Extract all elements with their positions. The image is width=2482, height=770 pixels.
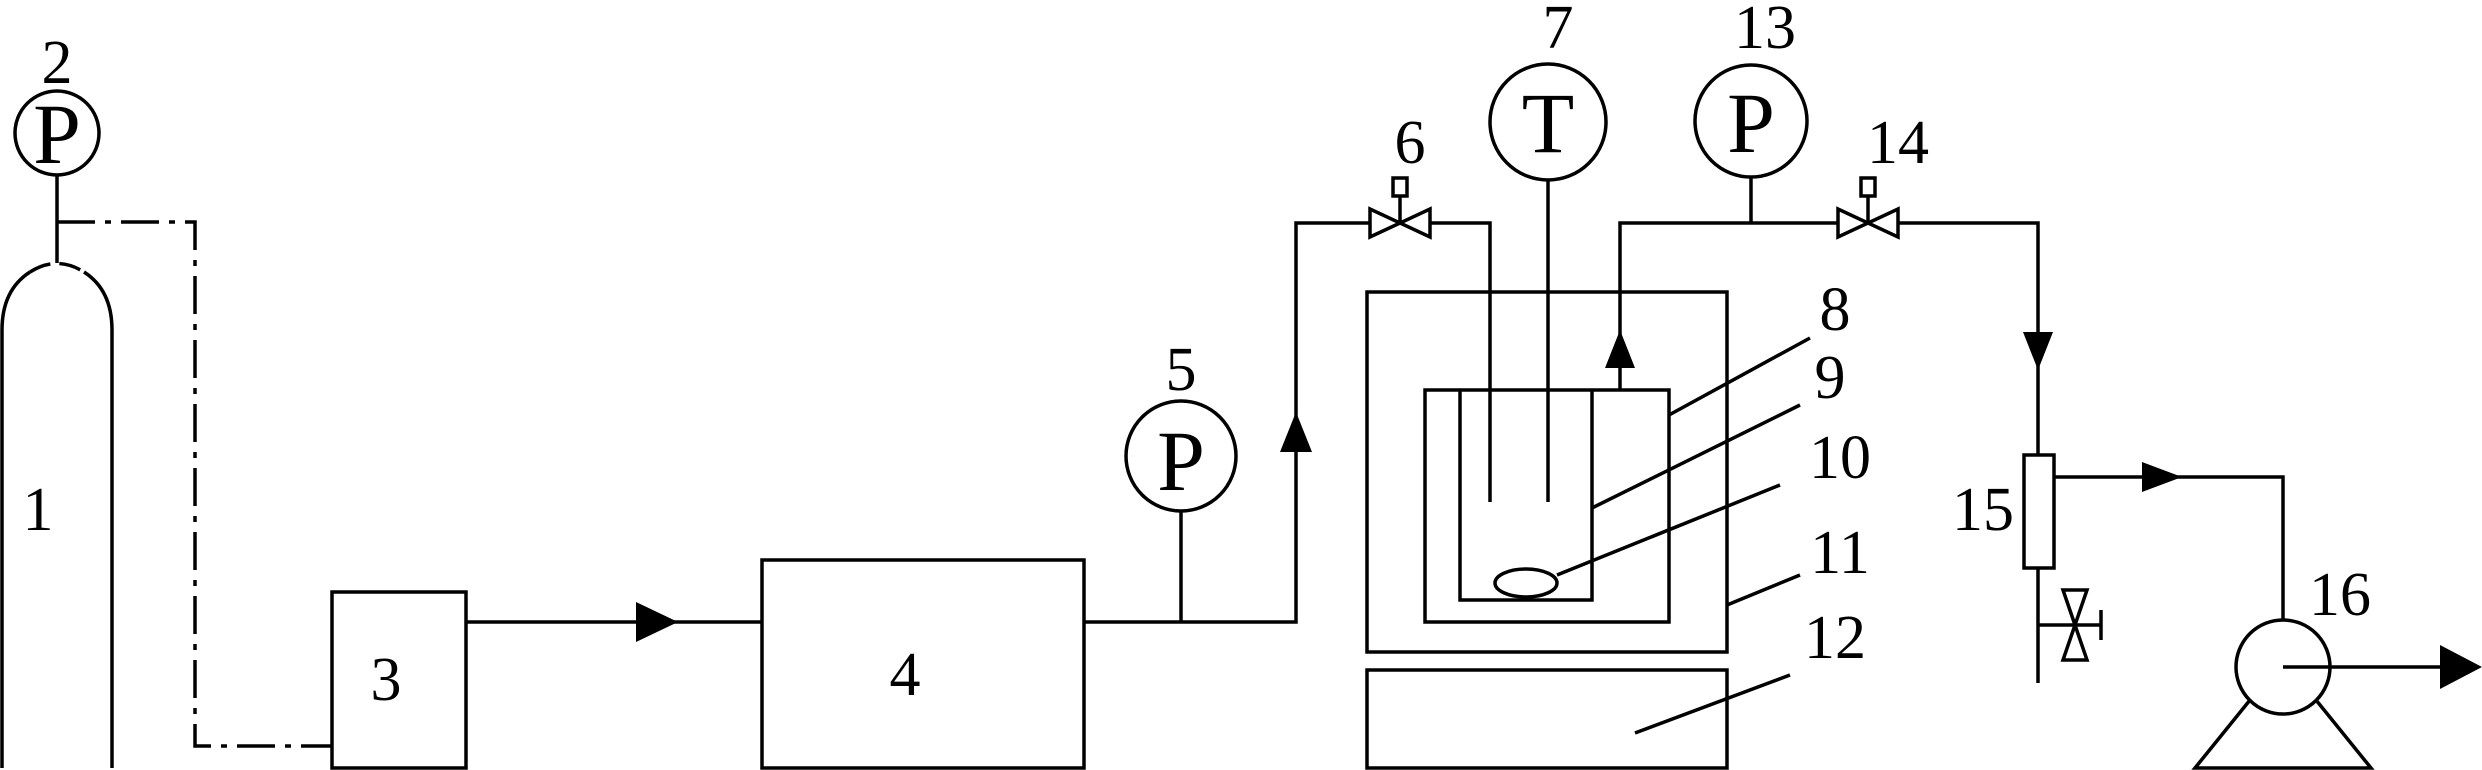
label-16: 16	[2309, 561, 2371, 629]
vacuum-pump-16	[2191, 618, 2482, 770]
pipe-4-to-valve-6	[1084, 221, 1370, 624]
pipe-valve-14-to-flowmeter	[1898, 221, 2040, 455]
gas-supply-line	[57, 220, 332, 748]
furnace-11	[1365, 290, 1729, 654]
pipe-reactor-outlet	[1618, 221, 1838, 390]
sample-boat-10	[1493, 567, 1559, 599]
label-5: 5	[1166, 336, 1197, 404]
gauge-13-letter: P	[1727, 75, 1775, 171]
label-11: 11	[1810, 519, 1870, 587]
flow-arrow-right-1	[636, 602, 678, 642]
unit-3-box	[330, 590, 468, 770]
valve-14	[1836, 176, 1900, 240]
leader-line-11	[1726, 573, 1801, 607]
label-7: 7	[1543, 0, 1574, 62]
label-3: 3	[371, 646, 402, 714]
flowmeter-15	[2022, 453, 2056, 570]
flow-arrow-down-1	[2023, 332, 2053, 370]
label-8: 8	[1820, 276, 1851, 344]
gauge-2-letter: P	[33, 86, 81, 182]
label-4: 4	[890, 641, 921, 709]
leader-line-10	[1556, 483, 1781, 577]
flow-arrow-right-2	[2142, 462, 2182, 492]
leader-line-12	[1634, 673, 1791, 735]
pressure-gauge-13: P	[1693, 63, 1809, 223]
flow-arrow-up-2	[1605, 330, 1635, 368]
unit-4-box	[760, 558, 1086, 770]
temperature-gauge-7: T	[1488, 62, 1608, 502]
furnace-inner-chamber	[1423, 388, 1671, 624]
pipe-flowmeter-to-pump	[2054, 475, 2285, 620]
label-9: 9	[1815, 344, 1846, 412]
gas-cylinder	[0, 261, 114, 768]
gauge-7-letter: T	[1522, 75, 1575, 171]
pressure-gauge-2: P	[13, 86, 101, 265]
label-15: 15	[1952, 476, 2014, 544]
pressure-gauge-5: P	[1124, 399, 1238, 622]
label-10: 10	[1809, 424, 1871, 492]
leader-line-9	[1591, 403, 1801, 510]
pipe-valve-6-to-reactor	[1430, 221, 1492, 502]
label-14: 14	[1867, 109, 1929, 177]
label-1: 1	[23, 476, 54, 544]
exhaust-arrow	[2440, 645, 2482, 689]
label-2: 2	[42, 29, 73, 97]
label-6: 6	[1395, 109, 1426, 177]
flow-arrow-up-1	[1280, 412, 1312, 452]
gauge-5-letter: P	[1157, 413, 1205, 509]
label-13: 13	[1734, 0, 1796, 62]
reactor-vessel-9	[1458, 390, 1594, 602]
valve-6	[1368, 176, 1432, 240]
leader-line-8	[1668, 336, 1811, 417]
drain-valve	[2038, 588, 2103, 662]
label-12: 12	[1804, 604, 1866, 672]
controller-box-12	[1365, 668, 1729, 770]
